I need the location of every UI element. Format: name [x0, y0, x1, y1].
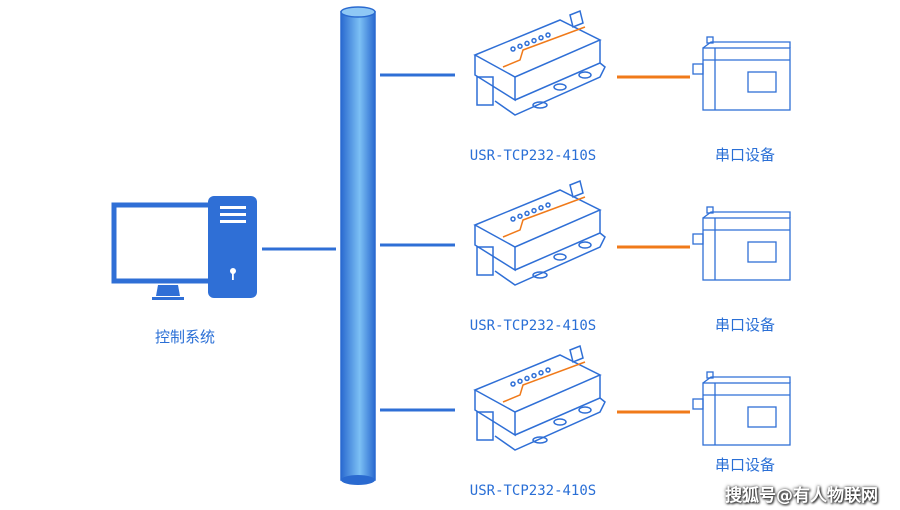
serial-device-label: 串口设备 [714, 316, 776, 334]
row-3 [380, 344, 791, 451]
serial-device-label: 串口设备 [714, 146, 776, 164]
row-2 [380, 179, 791, 286]
plc-device-icon [692, 371, 791, 446]
network-bus [340, 6, 376, 485]
serial-device-label: 串口设备 [714, 456, 776, 474]
plc-device-icon [692, 36, 791, 111]
device-model-label: USR-TCP232-410S [469, 148, 597, 164]
device-model-label: USR-TCP232-410S [469, 483, 597, 499]
row-1 [380, 9, 791, 116]
plc-device-icon [692, 206, 791, 281]
control-system-label: 控制系统 [154, 328, 216, 346]
serial-server-icon [473, 344, 606, 451]
serial-server-icon [473, 9, 606, 116]
device-model-label: USR-TCP232-410S [469, 318, 597, 334]
computer-icon [111, 196, 257, 300]
serial-server-icon [473, 179, 606, 286]
watermark: 搜狐号@有人物联网 [725, 486, 878, 506]
